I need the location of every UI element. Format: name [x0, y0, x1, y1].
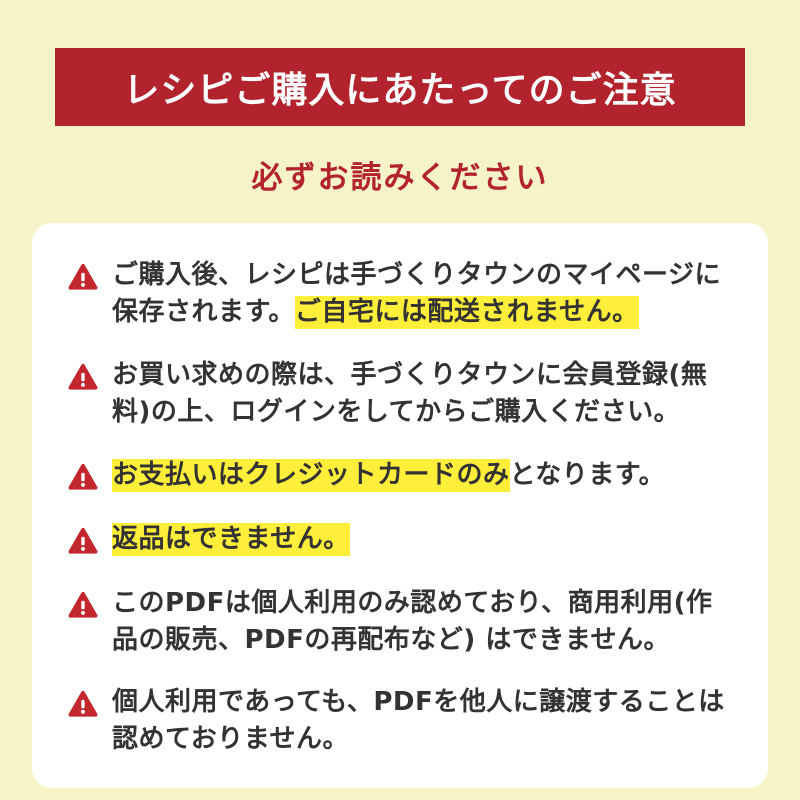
notice-text: ご購入後、レシピは手づくりタウンのマイページに保存されます。ご自宅には配送されま…	[112, 257, 732, 331]
warning-icon	[68, 690, 98, 722]
plain-text: 個人利用であっても、PDFを他人に譲渡することは認めておりません。	[112, 687, 725, 755]
warning-icon	[68, 591, 98, 623]
notice-banner: レシピご購入にあたってのご注意	[55, 48, 745, 126]
notice-text: お買い求めの際は、手づくりタウンに会員登録(無料)の上、ログインをしてからご購入…	[112, 357, 732, 431]
notice-card: ご購入後、レシピは手づくりタウンのマイページに保存されます。ご自宅には配送されま…	[32, 223, 768, 789]
notice-text: このPDFは個人利用のみ認めており、商用利用(作品の販売、PDFの再配布など) …	[112, 585, 732, 659]
plain-text: ご購入後、レシピは手づくりタウンのマイページに保存されます。	[112, 260, 721, 327]
notice-text: 返品はできません。	[112, 521, 350, 558]
highlighted-text: 返品はできません。	[112, 522, 350, 556]
notice-item: 個人利用であっても、PDFを他人に譲渡することは認めておりません。	[68, 684, 732, 758]
notice-item: 返品はできません。	[68, 521, 732, 559]
notice-list: ご購入後、レシピは手づくりタウンのマイページに保存されます。ご自宅には配送されま…	[68, 257, 732, 758]
notice-text: お支払いはクレジットカードのみとなります。	[112, 457, 665, 494]
warning-icon	[68, 463, 98, 495]
notice-item: お支払いはクレジットカードのみとなります。	[68, 457, 732, 495]
warning-icon	[68, 263, 98, 295]
notice-item: このPDFは個人利用のみ認めており、商用利用(作品の販売、PDFの再配布など) …	[68, 585, 732, 659]
plain-text: このPDFは個人利用のみ認めており、商用利用(作品の販売、PDFの再配布など) …	[112, 587, 713, 655]
plain-text: となります。	[509, 459, 666, 490]
warning-icon	[68, 363, 98, 395]
highlighted-text: ご自宅には配送されません。	[294, 295, 639, 329]
subtitle: 必ずお読みください	[251, 160, 549, 196]
notice-item: お買い求めの際は、手づくりタウンに会員登録(無料)の上、ログインをしてからご購入…	[68, 357, 732, 431]
notice-item: ご購入後、レシピは手づくりタウンのマイページに保存されます。ご自宅には配送されま…	[68, 257, 732, 331]
plain-text: お買い求めの際は、手づくりタウンに会員登録(無料)の上、ログインをしてからご購入…	[112, 359, 708, 427]
highlighted-text: お支払いはクレジットカードのみ	[112, 458, 510, 492]
warning-icon	[68, 527, 98, 559]
notice-text: 個人利用であっても、PDFを他人に譲渡することは認めておりません。	[112, 684, 732, 758]
banner-title: レシピご購入にあたってのご注意	[123, 70, 677, 111]
